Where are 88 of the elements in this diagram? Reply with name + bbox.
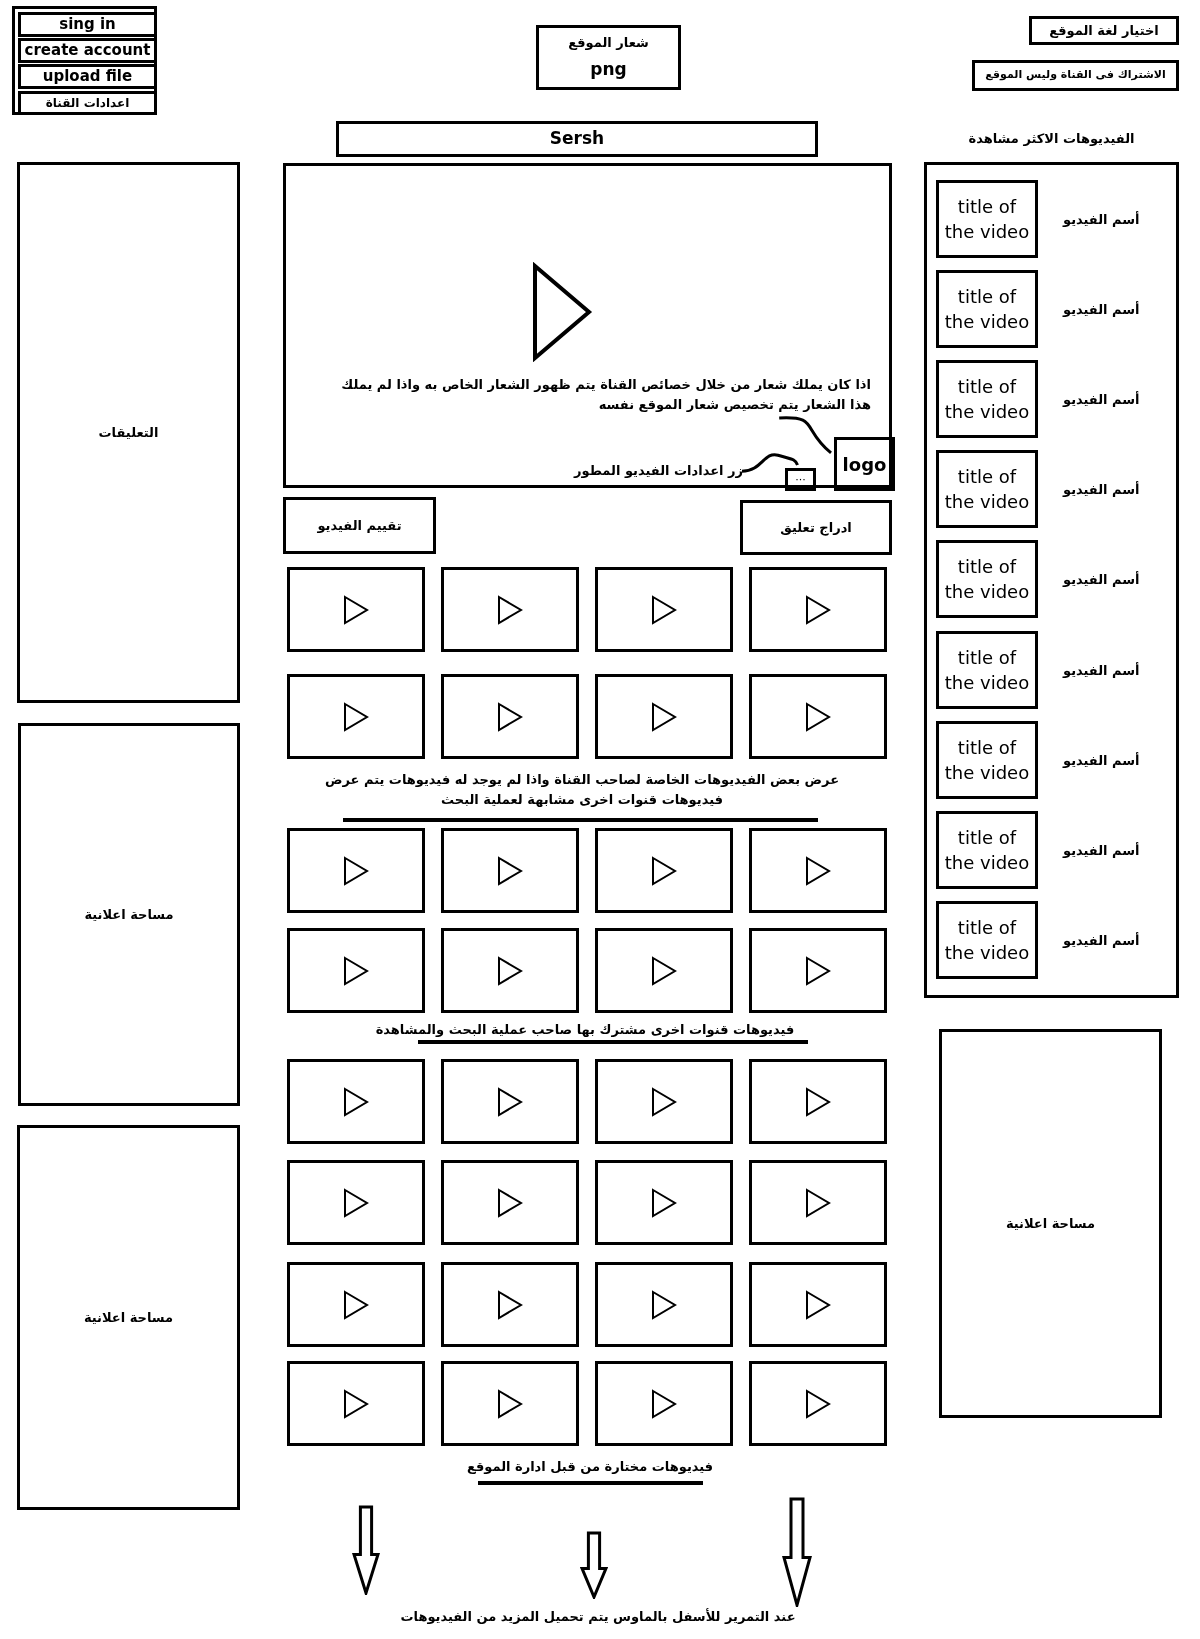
- video-name: أسم الفيديو: [1063, 300, 1140, 320]
- section-caption: عند التمرير للأسفل بالماوس يتم تحميل المزيد من الفيديوهات: [399, 1607, 797, 1626]
- section-caption: فيديوهات مختارة من قبل ادارة الموقع: [465, 1458, 715, 1476]
- video-thumbnail: [441, 1361, 579, 1446]
- menu-panel: [12, 6, 157, 115]
- video-thumbnail: [595, 567, 733, 652]
- file-format-label: png: [590, 57, 627, 81]
- video-thumbnail: [441, 567, 579, 652]
- video-thumbnail: [749, 928, 887, 1013]
- video-title-card: [936, 360, 1038, 439]
- video-title-card: [936, 630, 1038, 709]
- video-player: [283, 163, 892, 488]
- placeholder-label: شعار الموقع: [568, 34, 649, 52]
- video-thumbnail: [441, 1160, 579, 1245]
- video-thumbnail: [595, 1059, 733, 1144]
- section-caption: فيديوهات قنوات اخرى مشترك بها صاحب عملية البحث والمشاهدة: [374, 1021, 796, 1039]
- video-title-card: [936, 720, 1038, 799]
- video-thumbnail: [441, 928, 579, 1013]
- video-thumbnail: [287, 567, 425, 652]
- video-thumbnail: [749, 1059, 887, 1144]
- video-thumbnail: [441, 1059, 579, 1144]
- video-name: أسم الفيديو: [1063, 661, 1140, 680]
- video-name: أسم الفيديو: [1063, 210, 1140, 229]
- search-bar: Sersh: [336, 121, 818, 157]
- video-title: title of the video: [943, 735, 1031, 785]
- video-name: أسم الفيديو: [1063, 390, 1140, 410]
- video-thumbnail: [595, 928, 733, 1013]
- video-title: title of the video: [943, 915, 1031, 965]
- video-thumbnail: [287, 1160, 425, 1245]
- video-thumbnail: [441, 828, 579, 913]
- leader-line: [741, 453, 799, 473]
- menu-item: اعدادات القناة: [18, 91, 157, 115]
- section-heading: الفيديوهات الاكثر مشاهدة: [967, 130, 1136, 148]
- video-name: أسم الفيديو: [1063, 570, 1140, 590]
- comments-panel: التعليقات: [17, 162, 240, 703]
- video-title-card: [936, 450, 1038, 529]
- video-thumbnail: [287, 1262, 425, 1347]
- video-name: أسم الفيديو: [1063, 751, 1140, 770]
- video-thumbnail: [749, 1160, 887, 1245]
- video-thumbnail: [595, 1361, 733, 1446]
- video-title: title of the video: [943, 195, 1031, 244]
- video-thumbnail: [287, 828, 425, 913]
- video-name: أسم الفيديو: [1063, 841, 1140, 860]
- video-thumbnail: [441, 1262, 579, 1347]
- video-thumbnail: [595, 828, 733, 913]
- video-thumbnail: [595, 1262, 733, 1347]
- video-name: أسم الفيديو: [1063, 931, 1140, 950]
- language-button: اختيار لغة الموقع: [1029, 16, 1179, 45]
- annotation-text: اذا كان يملك شعار من خلال خصائص القناة يتم ظهور الشعار الخاص به واذا لم يملك هذا الشعار يتم تخصيص شعار الموقع نفسه: [316, 375, 871, 415]
- video-title: title of the video: [943, 645, 1031, 695]
- ad-space: مساحة اعلانية: [18, 723, 240, 1106]
- video-thumbnail: [749, 674, 887, 759]
- video-thumbnail: [749, 1361, 887, 1446]
- leader-line: [779, 416, 832, 454]
- video-thumbnail: [287, 1059, 425, 1144]
- video-title-card: [936, 900, 1038, 979]
- video-title: title of the video: [943, 825, 1031, 875]
- video-title-card: [936, 270, 1038, 349]
- menu-item: upload file: [18, 64, 157, 89]
- video-title-card: [936, 810, 1038, 889]
- video-title: title of the video: [943, 465, 1031, 515]
- section-caption: عرض بعض الفيديوهات الخاصة لصاحب القناة واذا لم يوجد له فيديوهات يتم عرض فيديوهات قنوات اخرى مشابهة لعملية البحث: [323, 771, 841, 809]
- subscribe-button: الاشتراك فى القناة وليس الموقع: [972, 60, 1179, 91]
- video-title-card: [936, 540, 1038, 619]
- menu-item: sing in: [18, 12, 157, 37]
- ad-space: مساحة اعلانية: [939, 1029, 1162, 1418]
- video-thumbnail: [287, 674, 425, 759]
- video-thumbnail: [749, 828, 887, 913]
- video-title: title of the video: [943, 285, 1031, 335]
- header-box: [536, 25, 681, 90]
- video-thumbnail: [749, 567, 887, 652]
- rating-box: تقييم الفيديو: [283, 497, 436, 554]
- video-thumbnail: [595, 1160, 733, 1245]
- menu-item: create account: [18, 38, 157, 63]
- video-thumbnail: [749, 1262, 887, 1347]
- ad-space: مساحة اعلانية: [17, 1125, 240, 1510]
- video-title: title of the video: [943, 375, 1031, 425]
- video-thumbnail: [441, 674, 579, 759]
- video-thumbnail: [595, 674, 733, 759]
- video-title: title of the video: [943, 555, 1031, 605]
- image-slot: logo: [834, 437, 895, 491]
- annotation-text: زر اعدادات الفيديو المطور: [518, 461, 743, 481]
- video-name: أسم الفيديو: [1063, 480, 1140, 500]
- video-title-card: [936, 180, 1038, 258]
- video-thumbnail: [287, 1361, 425, 1446]
- video-thumbnail: [287, 928, 425, 1013]
- settings-button: ···: [785, 468, 816, 491]
- comment-button: ادراج تعليق: [740, 500, 892, 555]
